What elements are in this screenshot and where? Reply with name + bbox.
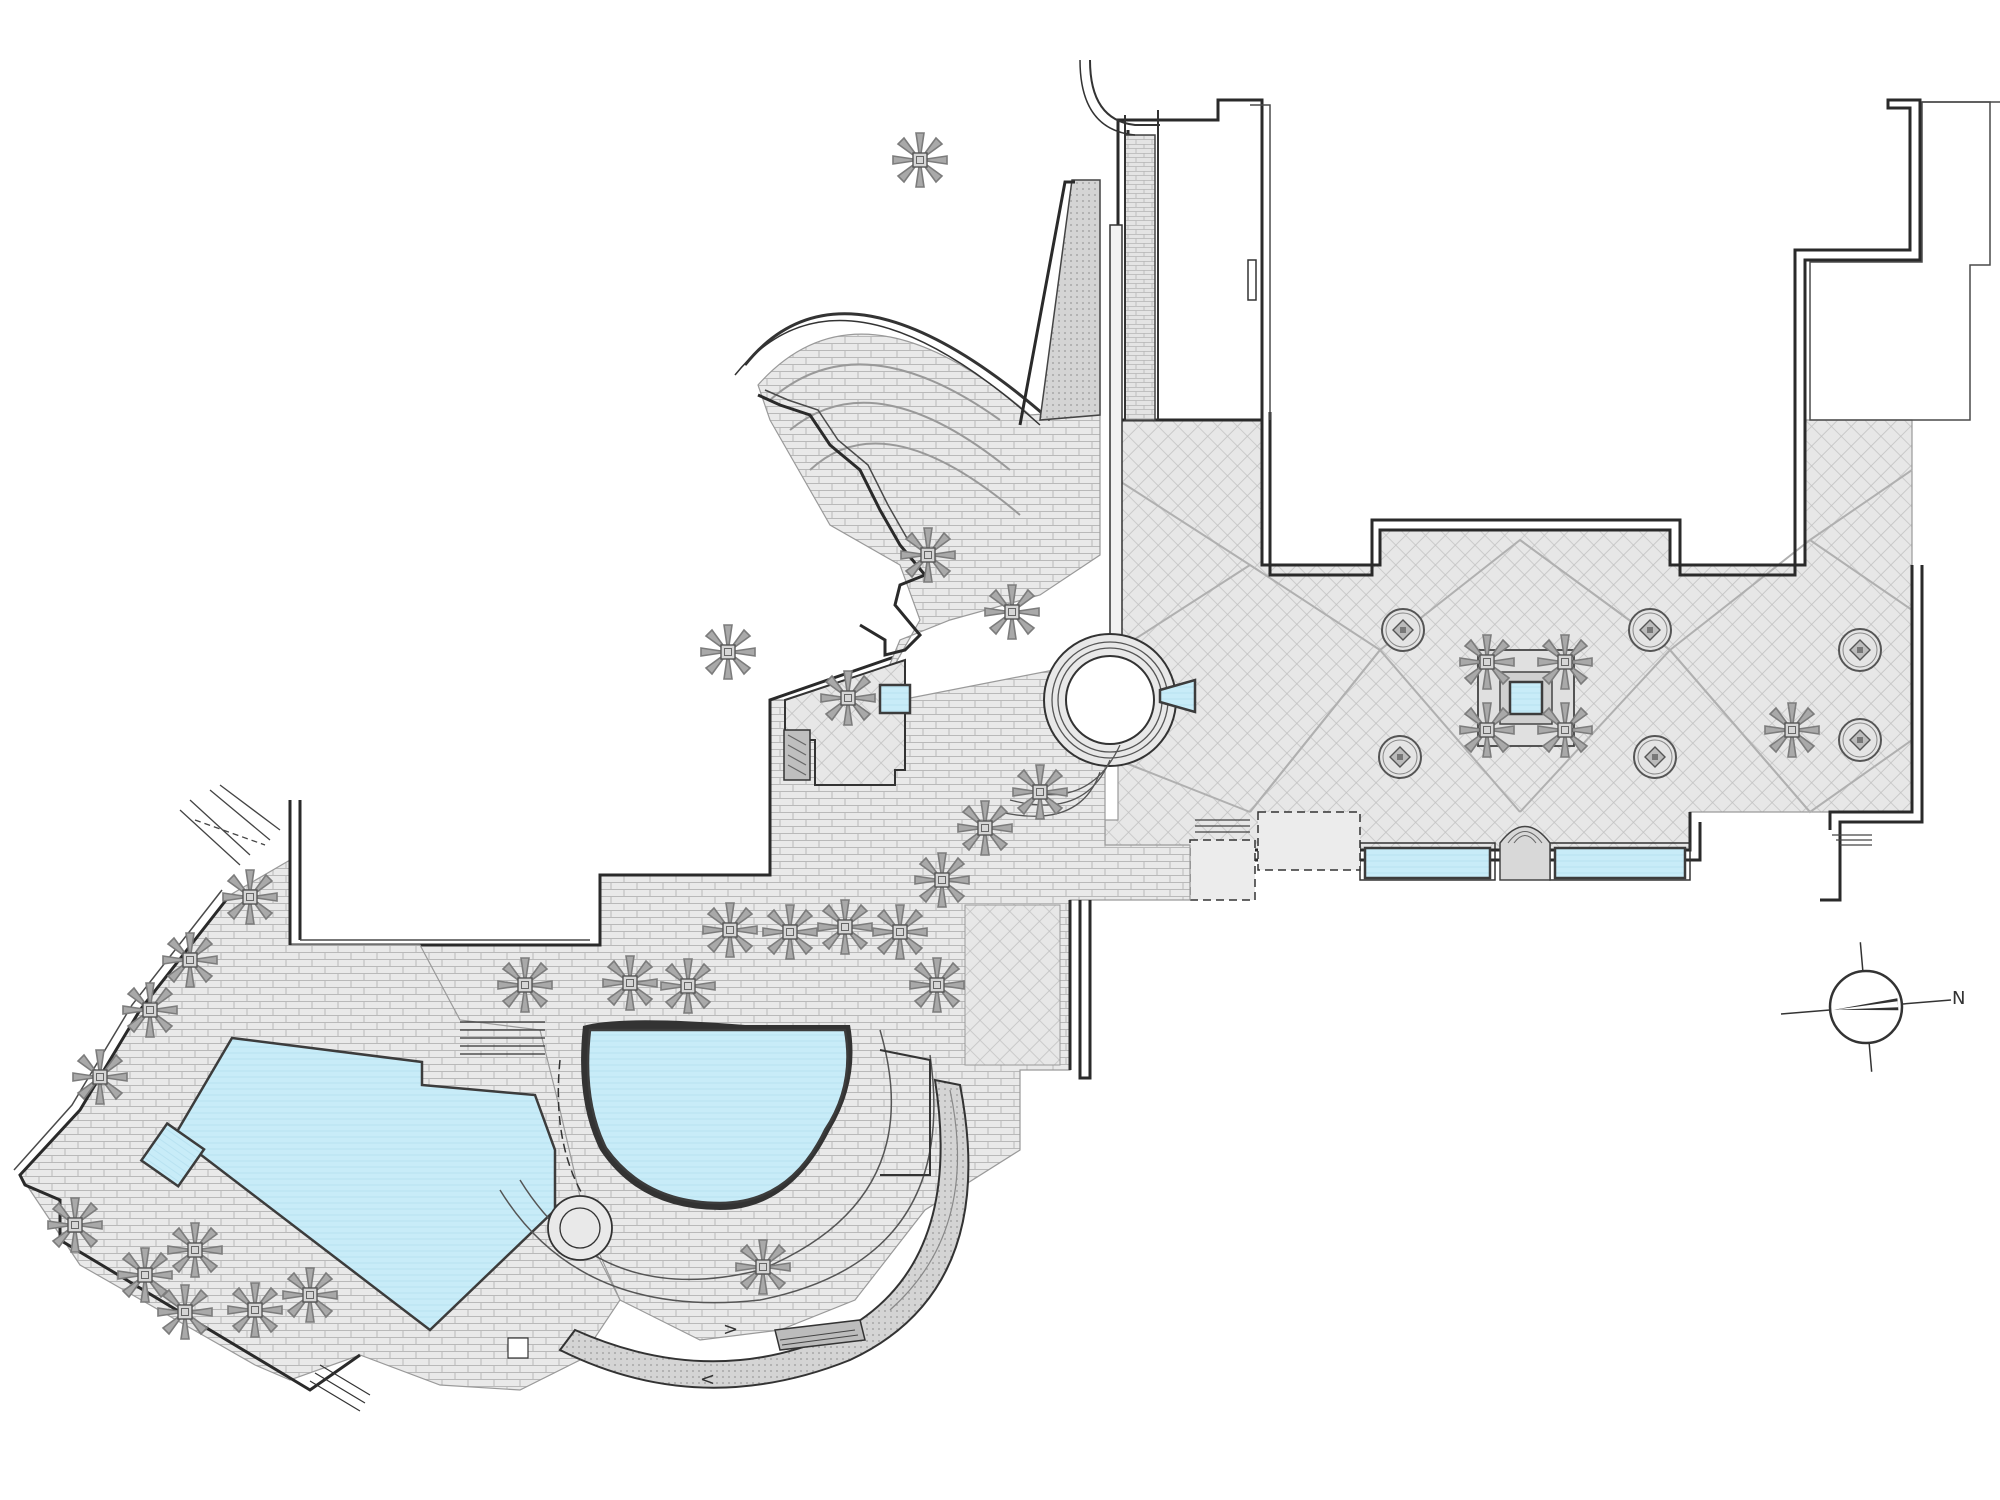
north-building-door	[1247, 259, 1257, 301]
palm-tree-icon	[1537, 634, 1593, 690]
palm-tree-icon	[820, 670, 876, 726]
palm-tree-icon	[122, 982, 178, 1038]
arc-direction-mark-2: <	[700, 1369, 715, 1390]
palm-tree-icon	[817, 899, 873, 955]
round-pool	[581, 1020, 853, 1210]
palm-tree-icon	[162, 932, 218, 988]
palm-tree-icon	[872, 904, 928, 960]
round-planter-icon	[1378, 735, 1422, 779]
palm-tree-icon	[1459, 634, 1515, 690]
front-channel-right	[1553, 846, 1687, 880]
north-ramp-wall	[1018, 180, 1075, 426]
northeast-stair	[1832, 834, 1872, 846]
palm-tree-icon	[702, 902, 758, 958]
round-terrace	[547, 1195, 613, 1261]
hatched-planter	[783, 729, 811, 781]
front-channel-left	[1363, 846, 1492, 880]
palm-tree-icon	[47, 1197, 103, 1253]
palm-tree-icon	[957, 800, 1013, 856]
palm-tree-icon	[167, 1222, 223, 1278]
rotunda-spout	[1158, 678, 1197, 714]
round-planter-icon	[1381, 608, 1425, 652]
palm-tree-icon	[497, 957, 553, 1013]
north-entry-curve	[1089, 59, 1160, 126]
palm-tree-icon	[660, 958, 716, 1014]
north-stair-walkway	[1124, 134, 1156, 421]
round-planter-icon	[1838, 628, 1882, 672]
north-label: N	[1952, 988, 1965, 1009]
north-ramp	[1039, 179, 1101, 421]
north-building-double-wall	[1250, 104, 1271, 420]
palm-tree-icon	[117, 1247, 173, 1303]
palm-tree-icon	[700, 624, 756, 680]
court-diamond-panel	[964, 904, 1061, 1066]
northwest-gate	[179, 784, 281, 866]
east-building-outline	[1793, 98, 1922, 420]
north-arrow-icon: N	[1780, 942, 1965, 1072]
southwest-stairs	[309, 1021, 545, 1412]
palm-tree-icon	[1012, 764, 1068, 820]
round-planter-icon	[1633, 735, 1677, 779]
palm-tree-icon	[157, 1284, 213, 1340]
front-water-channels	[1359, 825, 1691, 881]
ring-walkway-bench	[879, 1049, 931, 1176]
east-terrace-east-wall	[1820, 565, 1924, 902]
palm-tree-icon	[222, 869, 278, 925]
central-court-west-wall	[290, 653, 901, 947]
central-court-south-wall	[1068, 900, 1092, 1080]
palm-tree-icon	[72, 1049, 128, 1105]
east-terrace-north-wall-outer	[1268, 412, 1797, 577]
utility-pavilion	[1189, 811, 1361, 901]
palm-tree-icon	[1537, 702, 1593, 758]
east-terrace-paving	[1104, 419, 1913, 851]
palm-tree-icon	[282, 1267, 338, 1323]
north-arc-outer-wall	[743, 312, 1051, 422]
round-planter-icon	[1628, 608, 1672, 652]
north-arc-walkway	[734, 59, 1160, 701]
palm-tree-icon	[762, 904, 818, 960]
east-terrace-north-wall	[1118, 418, 1807, 567]
palm-tree-icon	[735, 1239, 791, 1295]
outer-arc-walkway: > <	[558, 1049, 970, 1390]
palm-tree-icon	[602, 955, 658, 1011]
central-steps	[1499, 825, 1551, 881]
palm-tree-icon	[1764, 702, 1820, 758]
palm-tree-icon	[914, 852, 970, 908]
large-pool	[173, 1036, 557, 1332]
palm-tree-icon	[1459, 702, 1515, 758]
round-planter-icon	[1838, 718, 1882, 762]
arc-direction-mark: >	[723, 1319, 738, 1340]
palm-tree-icon	[227, 1282, 283, 1338]
palm-tree-icon	[984, 584, 1040, 640]
southwest-deck-wall	[18, 800, 361, 1392]
north-rail	[1109, 224, 1123, 646]
rotunda	[999, 633, 1197, 817]
palm-tree-icon	[892, 132, 948, 188]
east-terrace	[1104, 98, 2000, 902]
upper-basin	[878, 683, 912, 715]
palm-tree-icon	[909, 957, 965, 1013]
palm-tree-icon	[900, 527, 956, 583]
east-terrace-diagonals	[1117, 469, 1913, 814]
small-pool	[139, 1121, 206, 1188]
